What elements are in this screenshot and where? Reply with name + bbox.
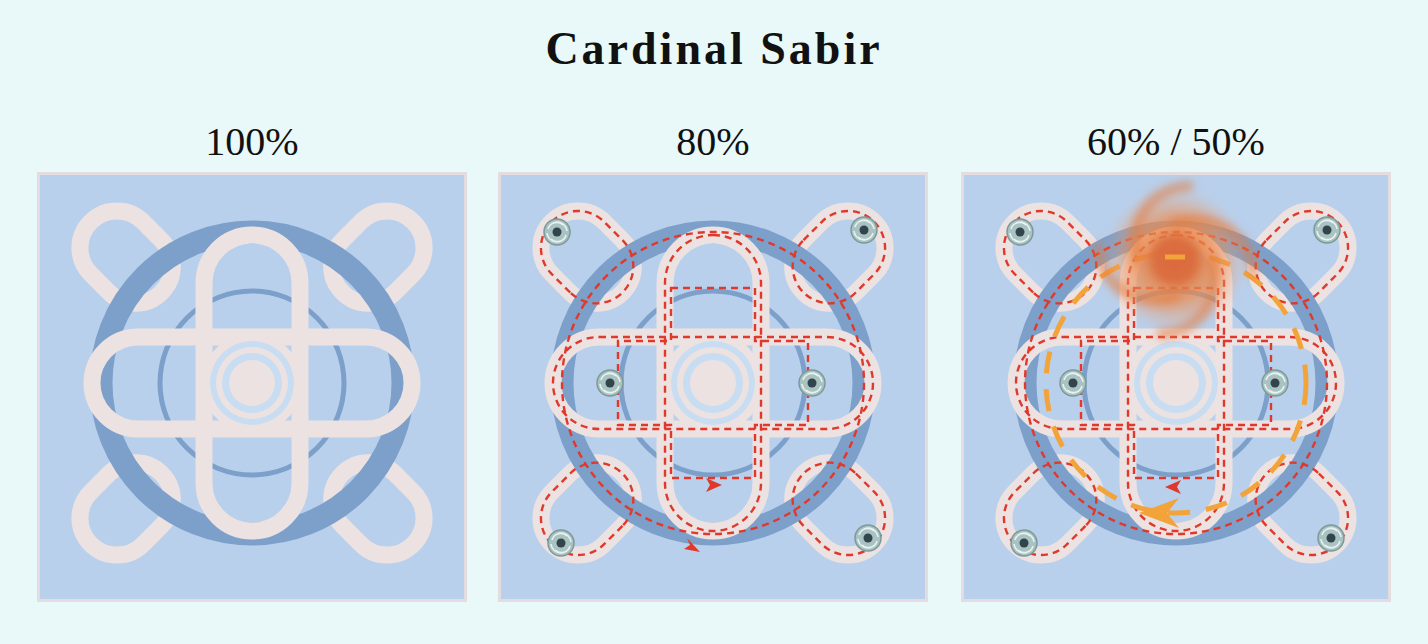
phase-panel: 80%: [498, 172, 928, 602]
title: Cardinal Sabir: [0, 22, 1428, 75]
tornado-icon: [544, 217, 881, 556]
orange-vortex: [1099, 186, 1253, 334]
path-arrowhead: [1165, 480, 1181, 494]
arena-floor: [37, 172, 467, 602]
phase-heading: 100%: [0, 118, 504, 165]
tornado-path: [526, 196, 901, 571]
arena-floor: [961, 172, 1391, 602]
phase-panel: 100%: [37, 172, 467, 602]
path-arrowhead: [684, 538, 700, 552]
vortex-path: [1165, 255, 1185, 260]
arena-floor: [498, 172, 928, 602]
phase-overlay: [526, 196, 901, 571]
phase-heading: 80%: [461, 118, 965, 165]
tornado-path: [989, 196, 1364, 571]
phase-overlay: [989, 186, 1364, 570]
vortex-arrowhead: [1139, 498, 1179, 528]
phase-panel: 60% / 50%: [961, 172, 1391, 602]
tornado-icon: [1007, 217, 1344, 556]
path-arrowhead: [706, 478, 722, 492]
phase-heading: 60% / 50%: [924, 118, 1428, 165]
